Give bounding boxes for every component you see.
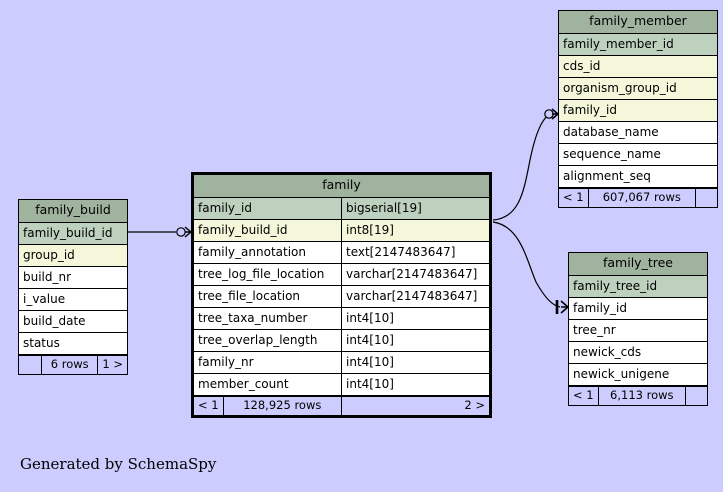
table-row[interactable]: family_tree_id [569, 275, 707, 298]
table-family-member-title: family_member [559, 11, 717, 34]
table-family-member-footer: < 1 607,067 rows [559, 187, 717, 207]
column-name: status [23, 335, 60, 350]
next-page-link[interactable] [685, 386, 707, 405]
table-row[interactable]: newick_unigene [569, 363, 707, 386]
table-row[interactable]: tree_log_file_location varchar[214748364… [194, 263, 489, 286]
table-family-build-footer: 6 rows 1 > [19, 354, 127, 375]
column-name: tree_file_location [198, 288, 301, 303]
column-type: int8[19] [341, 219, 489, 241]
column-name: sequence_name [563, 146, 661, 161]
column-name: tree_overlap_length [198, 332, 318, 347]
table-row[interactable]: family_id [559, 99, 717, 122]
column-name: tree_taxa_number [198, 310, 308, 325]
table-row[interactable]: family_id [569, 297, 707, 320]
column-name: tree_nr [573, 322, 616, 337]
column-type: bigserial[19] [341, 197, 489, 219]
table-row[interactable]: group_id [19, 244, 127, 267]
column-name: newick_cds [573, 344, 642, 359]
generated-by-note: Generated by SchemaSpy [20, 455, 217, 473]
column-name: i_value [23, 291, 66, 306]
column-name: member_count [198, 376, 289, 391]
column-name: organism_group_id [563, 80, 677, 95]
prev-page-link[interactable] [19, 356, 41, 375]
column-name: family_id [198, 200, 252, 215]
prev-page-link[interactable]: < 1 [198, 397, 219, 412]
edge-family-to-family-member [492, 108, 559, 221]
column-type: varchar[2147483647] [341, 263, 489, 285]
table-row[interactable]: status [19, 332, 127, 355]
column-name: family_tree_id [573, 278, 658, 293]
column-type: int4[10] [341, 329, 489, 351]
column-type: int4[10] [341, 373, 489, 395]
table-family-tree-footer: < 1 6,113 rows [569, 385, 707, 405]
prev-page-link[interactable]: < 1 [573, 387, 594, 402]
table-row[interactable]: family_build_id [19, 222, 127, 245]
table-row[interactable]: family_annotation text[2147483647] [194, 241, 489, 264]
column-name: database_name [563, 124, 659, 139]
column-name: build_date [23, 313, 86, 328]
row-count: 6 rows [41, 355, 97, 374]
table-row[interactable]: sequence_name [559, 143, 717, 166]
table-row[interactable]: build_date [19, 310, 127, 333]
row-count: 607,067 rows [587, 188, 695, 207]
column-name: newick_unigene [573, 366, 670, 381]
column-name: family_member_id [563, 36, 674, 51]
row-count: 6,113 rows [597, 386, 685, 405]
column-name: family_id [573, 300, 627, 315]
table-family-build-title: family_build [19, 200, 127, 223]
next-page-link[interactable] [695, 188, 717, 207]
column-type: varchar[2147483647] [341, 285, 489, 307]
table-row[interactable]: organism_group_id [559, 77, 717, 100]
table-family-title: family [194, 175, 489, 198]
column-name: cds_id [563, 58, 601, 73]
column-name: family_id [563, 102, 617, 117]
table-row[interactable]: family_member_id [559, 33, 717, 56]
next-page-link[interactable]: 2 > [341, 396, 489, 415]
column-name: family_build_id [23, 225, 113, 240]
table-family-build[interactable]: family_build family_build_id group_id bu… [18, 199, 128, 375]
column-type: int4[10] [341, 307, 489, 329]
table-row[interactable]: tree_nr [569, 319, 707, 342]
table-row[interactable]: tree_overlap_length int4[10] [194, 329, 489, 352]
prev-page-link[interactable]: < 1 [563, 189, 584, 204]
table-row[interactable]: database_name [559, 121, 717, 144]
column-name: family_annotation [198, 244, 306, 259]
table-row[interactable]: family_build_id int8[19] [194, 219, 489, 242]
table-family-tree-title: family_tree [569, 253, 707, 276]
table-row[interactable]: cds_id [559, 55, 717, 78]
table-row[interactable]: newick_cds [569, 341, 707, 364]
edge-family-build-to-family [128, 226, 192, 238]
column-type: int4[10] [341, 351, 489, 373]
table-family[interactable]: family family_id bigserial[19] family_bu… [191, 172, 492, 418]
column-name: build_nr [23, 269, 72, 284]
table-row[interactable]: i_value [19, 288, 127, 311]
table-row[interactable]: build_nr [19, 266, 127, 289]
table-row[interactable]: tree_taxa_number int4[10] [194, 307, 489, 330]
column-name: family_nr [198, 354, 254, 369]
table-row[interactable]: alignment_seq [559, 165, 717, 188]
column-type: text[2147483647] [341, 241, 489, 263]
table-row[interactable]: member_count int4[10] [194, 373, 489, 396]
column-name: alignment_seq [563, 168, 651, 183]
table-family-footer: < 1 128,925 rows 2 > [194, 395, 489, 415]
table-family-member[interactable]: family_member family_member_id cds_id or… [558, 10, 718, 208]
next-page-link[interactable]: 1 > [97, 355, 127, 374]
column-name: group_id [23, 247, 75, 262]
edge-family-to-family-tree [492, 221, 569, 314]
table-family-tree[interactable]: family_tree family_tree_id family_id tre… [568, 252, 708, 406]
table-row[interactable]: tree_file_location varchar[2147483647] [194, 285, 489, 308]
column-name: family_build_id [198, 222, 288, 237]
table-row[interactable]: family_id bigserial[19] [194, 197, 489, 220]
row-count: 128,925 rows [222, 396, 341, 415]
column-name: tree_log_file_location [198, 266, 325, 281]
table-row[interactable]: family_nr int4[10] [194, 351, 489, 374]
